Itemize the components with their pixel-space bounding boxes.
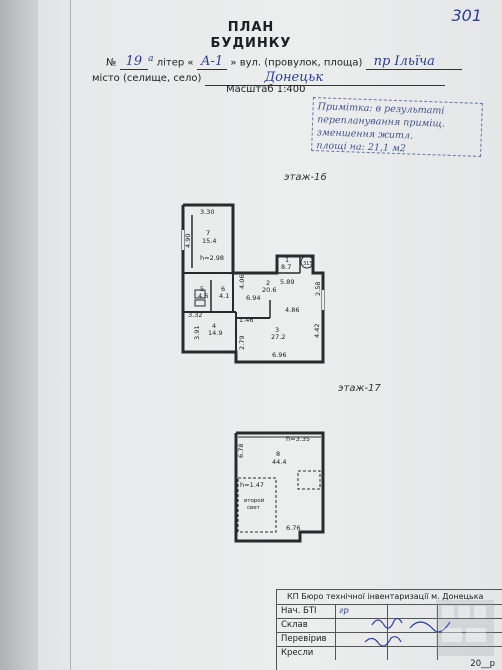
room-1-area: 8.7 xyxy=(281,263,291,271)
title-building: БУДИНКУ xyxy=(210,36,292,51)
table-row: Нач. БТІ гр xyxy=(277,605,502,619)
table-row-value xyxy=(335,619,339,632)
number-value: 19 xyxy=(119,54,149,71)
dim-696: 6.96 xyxy=(272,351,286,359)
table-divider xyxy=(387,647,389,660)
table-row-value xyxy=(335,633,339,646)
watermark-logo xyxy=(436,600,494,656)
signature-scribble xyxy=(409,621,451,633)
dim-678: 6.78 xyxy=(237,444,245,458)
signature-scribble xyxy=(371,617,403,629)
room-3-area: 27.2 xyxy=(271,333,285,341)
floor-16-label: этаж-16 xyxy=(284,172,327,183)
dim-left-vert: 4.90 xyxy=(184,234,192,248)
room-4-area: 14.9 xyxy=(208,329,222,337)
dim-332: 3.32 xyxy=(188,311,202,319)
litera-value: А-1 xyxy=(196,54,228,71)
floor-17-label: этаж-17 xyxy=(338,383,381,394)
room-8-area: 44.4 xyxy=(272,458,286,466)
city-label: місто (селище, село) xyxy=(92,73,202,84)
floor16-circle-mark xyxy=(300,255,314,269)
room-7-num: 7 xyxy=(206,229,210,237)
table-divider xyxy=(437,605,439,618)
floor17-stair-void xyxy=(237,477,277,533)
signature-scribble xyxy=(364,636,402,647)
room-2-num: 2 xyxy=(266,279,270,287)
room-6-area: 4.1 xyxy=(219,292,229,300)
binding-line xyxy=(70,0,71,670)
title-block-table: КП Бюро технічної інвентаризації м. Доне… xyxy=(276,589,502,670)
room-4-num: 4 xyxy=(212,322,216,330)
table-year: 20__р xyxy=(470,659,495,669)
street-value: пр Ільїча xyxy=(365,54,462,71)
table-divider xyxy=(387,633,389,646)
room-2-area: 20.6 xyxy=(262,286,276,294)
dim-676: 6.76 xyxy=(286,524,300,532)
corner-number: 301 xyxy=(451,6,482,25)
table-divider xyxy=(437,619,439,632)
room-7-area: 15.4 xyxy=(202,237,216,245)
dim-146: 1.46 xyxy=(239,316,253,324)
table-row: Перевірив xyxy=(277,633,502,647)
table-divider xyxy=(387,605,389,618)
room-5-num: 5 xyxy=(200,285,204,293)
room-3-num: 3 xyxy=(275,326,279,334)
table-divider xyxy=(437,633,439,646)
table-row-value: гр xyxy=(335,605,349,618)
table-row-label: Кресли xyxy=(281,648,314,658)
title-plan: ПЛАН xyxy=(227,20,275,35)
address-line-2: місто (селище, село) Донецьк xyxy=(92,70,445,86)
room-8-num: 8 xyxy=(276,450,280,458)
height-mark-16: h=2.98 xyxy=(200,254,224,262)
city-value: Донецьк xyxy=(204,70,445,86)
dim-442: 4.42 xyxy=(313,324,321,338)
room-1-num: 1 xyxy=(285,256,289,264)
dim-circle: 315 xyxy=(303,261,313,267)
stair-label-1: второй xyxy=(244,497,265,504)
floor17-outer-wall xyxy=(234,431,325,543)
dim-406: 4.06 xyxy=(238,275,246,289)
floor16-fixture xyxy=(194,289,206,299)
height-mark-17: h=3.35 xyxy=(286,435,310,443)
number-suffix: а xyxy=(148,54,154,64)
table-row-label: Перевірив xyxy=(281,634,327,644)
table-row-label: Нач. БТІ xyxy=(281,606,317,616)
table-divider xyxy=(437,647,439,660)
floor16-fixture xyxy=(194,299,206,307)
table-row-label: Склав xyxy=(281,620,308,630)
table-header: КП Бюро технічної інвентаризації м. Доне… xyxy=(277,590,502,605)
table-row-value xyxy=(335,647,339,660)
litera-close: » xyxy=(230,57,237,69)
floor17-dashed-box xyxy=(297,470,321,490)
dim-279: 2.79 xyxy=(238,336,246,350)
scale-label: Масштаб 1:400 xyxy=(226,84,306,95)
stair-label-2: свет xyxy=(247,505,261,511)
dim-391: 3.91 xyxy=(193,326,201,340)
stair-height: h=1.47 xyxy=(240,481,264,489)
litera-label: літер « xyxy=(156,57,194,69)
number-label: № xyxy=(106,57,117,69)
dim-486: 4.86 xyxy=(285,306,299,314)
street-label: вул. (провулок, площа) xyxy=(239,57,363,69)
dim-585: 5.89 xyxy=(280,278,294,286)
table-row: Кресли xyxy=(277,647,502,660)
binding-strip xyxy=(0,0,38,670)
table-divider xyxy=(387,619,389,632)
room-6-num: 6 xyxy=(221,285,225,293)
dim-258: 2.58 xyxy=(314,282,322,296)
dim-top-left: 3.30 xyxy=(200,208,214,216)
room-5-area: 4.6 xyxy=(198,292,208,300)
dim-694: 6.94 xyxy=(246,294,260,302)
table-row: Склав xyxy=(277,619,502,633)
